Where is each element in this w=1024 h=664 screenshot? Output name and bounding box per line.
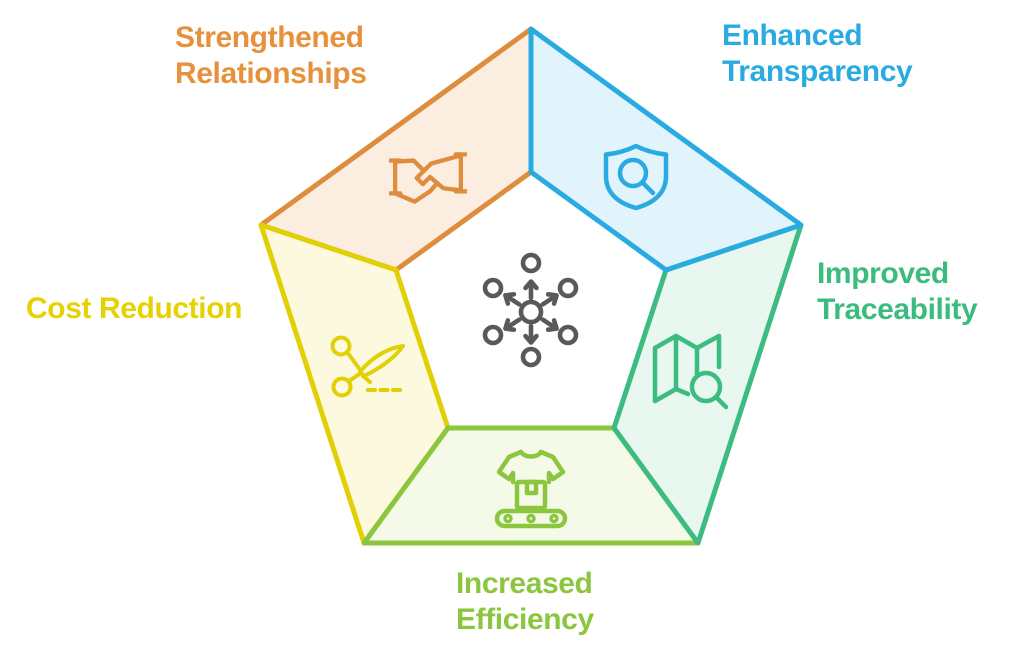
shirt-conveyor-icon	[494, 449, 568, 529]
label-line-1: Strengthened	[175, 21, 364, 54]
distribution-network-icon	[482, 252, 579, 368]
label-line-2: Transparency	[722, 55, 913, 88]
label-enhanced-transparency: Enhanced Transparency	[722, 18, 913, 90]
map-magnifier-icon	[652, 333, 728, 410]
label-cost-reduction: Cost Reduction	[26, 291, 242, 327]
scissors-cut-icon	[330, 335, 407, 398]
label-line-1: Enhanced	[722, 19, 863, 52]
label-line-2: Efficiency	[456, 603, 594, 636]
shield-magnifier-icon	[603, 143, 669, 211]
label-line-2: Traceability	[817, 293, 978, 326]
segment-enhanced-transparency	[528, 26, 804, 273]
label-improved-traceability: Improved Traceability	[817, 256, 978, 328]
label-line-1: Increased	[456, 567, 593, 600]
label-line-1: Improved	[817, 257, 949, 290]
label-line-2: Relationships	[175, 57, 367, 90]
label-strengthened-relationships: Strengthened Relationships	[175, 20, 367, 92]
label-line-1: Cost Reduction	[26, 292, 243, 325]
handshake-icon	[389, 152, 467, 204]
label-increased-efficiency: Increased Efficiency	[456, 566, 594, 638]
